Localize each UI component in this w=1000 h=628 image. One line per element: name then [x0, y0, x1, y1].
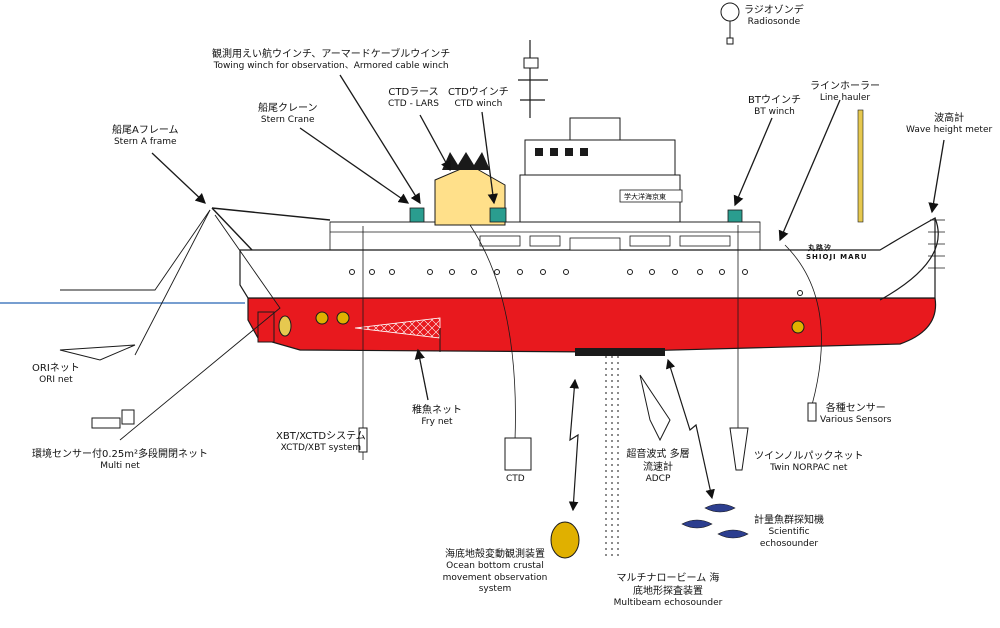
bridge-sign-text: 学大洋海京東 [624, 192, 666, 201]
multi-net [91, 409, 135, 429]
radiosonde-unit [726, 37, 734, 45]
winches [409, 207, 743, 223]
wave-height-meter [928, 219, 945, 269]
main-mast [518, 40, 548, 118]
ocean-bottom-station [550, 521, 580, 559]
hull-lower-red [247, 297, 937, 353]
radar-dome [523, 57, 539, 69]
label-ctd: CTD [506, 474, 525, 484]
keel-transducer-bulge [575, 348, 665, 356]
hull-upper-white [239, 216, 936, 299]
fish-school [681, 503, 749, 539]
acoustic-link-obs [568, 378, 580, 512]
ship-name-ja: 丸路汐 [808, 244, 832, 252]
superstructure [519, 117, 681, 223]
norpac-net [729, 427, 749, 471]
propeller [278, 315, 292, 337]
rudder [257, 311, 275, 343]
exhaust-stack [442, 152, 490, 170]
portholes [349, 269, 803, 296]
fore-mast [857, 109, 864, 223]
ctd-frame [504, 437, 532, 471]
instrument-cables [362, 224, 822, 460]
sensor-unit [807, 402, 817, 422]
deck-windows [479, 235, 731, 251]
radiosonde-balloon [720, 2, 740, 22]
tow-lines [60, 209, 281, 441]
acoustic-link-fish [665, 358, 715, 500]
label-arrows [151, 74, 945, 401]
ctd-lars-structure [434, 164, 506, 226]
ship-name-en: SHIOJI MARU [806, 253, 868, 261]
stern-a-frame [211, 207, 331, 251]
adcp-beam [639, 374, 671, 442]
bridge-sign-panel [619, 189, 683, 203]
life-rings [315, 311, 805, 334]
ori-net [59, 344, 136, 361]
bridge-windows [535, 148, 588, 156]
xbt-probe [358, 427, 368, 453]
multibeam-beam [605, 356, 619, 560]
